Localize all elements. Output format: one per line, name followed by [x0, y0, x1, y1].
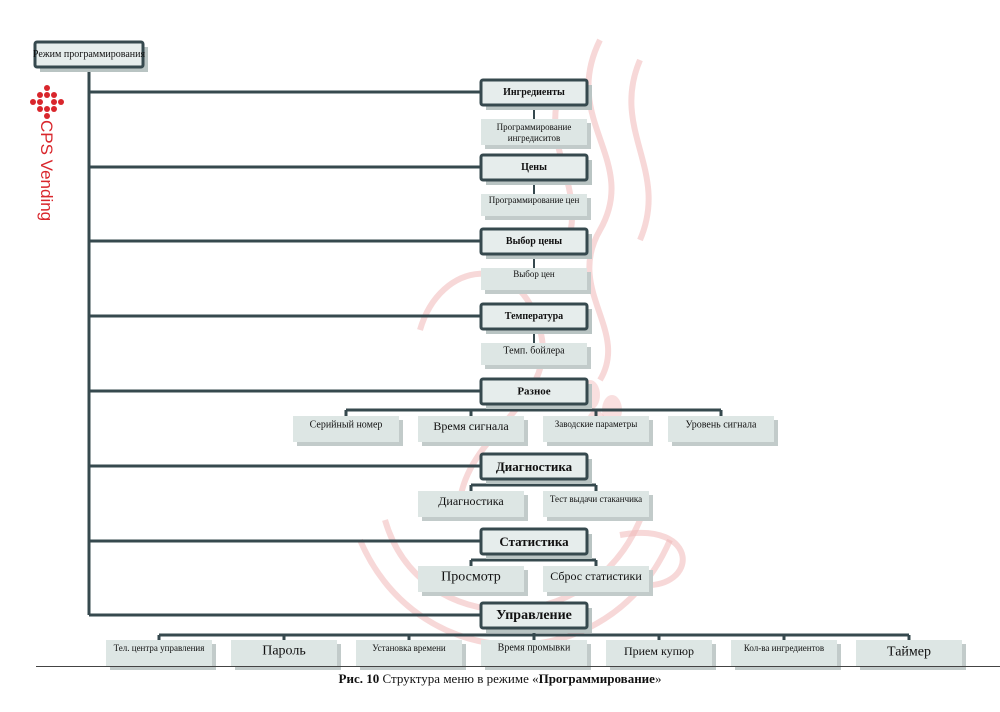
cps-vending-logo: CPS Vending	[30, 85, 64, 221]
section-label: Разное	[517, 386, 550, 398]
leaf-node: Кол-ва ингредиентов	[731, 640, 841, 670]
leaf-node: Тел. центра управления	[106, 640, 216, 670]
leaf-label: Тел. центра управления	[114, 643, 205, 653]
section-node-prices: Цены	[479, 153, 592, 185]
leaf-label: Программирование цен	[489, 195, 580, 205]
section-label: Выбор цены	[506, 236, 562, 247]
figure-caption: Рис. 10 Структура меню в режиме «Програм…	[0, 671, 1000, 687]
leaf-node: Диагностика	[418, 491, 528, 521]
leaf-label: Диагностика	[438, 494, 504, 508]
caption-text: Структура меню в режиме «	[379, 671, 539, 686]
logo-text: CPS Vending	[37, 120, 56, 221]
leaf-node: Таймер	[856, 640, 966, 670]
bottom-rule	[36, 666, 1000, 667]
leaf-label: Просмотр	[441, 570, 501, 585]
leaf-node: Прием купюр	[606, 640, 716, 670]
leaf-node: Уровень сигнала	[668, 416, 778, 446]
leaf-label: Сброс статистики	[550, 569, 642, 583]
leaf-node: Заводские параметры	[543, 416, 653, 446]
section-label: Управление	[496, 608, 572, 623]
caption-suffix: »	[654, 671, 662, 686]
root-label: Режим программирования	[33, 49, 146, 60]
section-node-control: Управление	[479, 601, 592, 633]
section-node-price-select: Выбор цены	[479, 227, 592, 259]
leaf-label: Уровень сигнала	[686, 420, 757, 431]
leaf-node: Сброс статистики	[543, 566, 653, 596]
leaf-node: Время промывки	[481, 640, 591, 670]
section-label: Температура	[505, 311, 563, 322]
leaf-label: Прием купюр	[624, 644, 694, 658]
leaf-node: Тест выдачи стаканчика	[543, 491, 653, 521]
caption-prefix: Рис. 10	[338, 671, 380, 686]
section-label: Ингредиенты	[503, 87, 565, 98]
leaf-node: Выбор цен	[481, 268, 591, 294]
section-label: Цены	[521, 162, 547, 173]
root-node: Режим программирования	[33, 40, 148, 72]
leaf-label: Серийный номер	[310, 420, 383, 431]
leaf-node: Просмотр	[418, 566, 528, 596]
leaf-node: Пароль	[231, 640, 341, 670]
logo-dots-icon	[30, 85, 64, 119]
leaf-label: Выбор цен	[513, 269, 555, 279]
section-node-misc: Разное	[479, 377, 592, 409]
section-node-diagnostics: Диагностика	[479, 452, 592, 484]
leaf-label: Установка времени	[372, 643, 446, 653]
section-label: Диагностика	[496, 459, 573, 474]
leaf-label: Тест выдачи стаканчика	[550, 494, 642, 504]
section-node-statistics: Статистика	[479, 527, 592, 559]
caption-emphasis: Программирование	[538, 671, 655, 686]
leaf-node: Время сигнала	[418, 416, 528, 446]
leaf-label-line1: Программирование	[497, 122, 572, 132]
leaf-label: Заводские параметры	[555, 419, 638, 429]
leaf-label: Время сигнала	[433, 419, 509, 433]
leaf-label-line2: ингредиситов	[508, 133, 560, 143]
section-node-ingredients: Ингредиенты	[479, 78, 592, 110]
section-node-temperature: Температура	[479, 302, 592, 334]
leaf-node: Установка времени	[356, 640, 466, 670]
leaf-label: Пароль	[262, 644, 306, 659]
leaf-node: Серийный номер	[293, 416, 403, 446]
leaf-label: Кол-ва ингредиентов	[744, 643, 824, 653]
leaf-label: Время промывки	[498, 643, 571, 654]
leaf-node: Программирование ингредиситов	[481, 119, 591, 149]
leaf-label: Таймер	[887, 645, 931, 660]
connector-lines	[87, 68, 911, 640]
leaf-node: Темп. бойлера	[481, 343, 591, 369]
leaf-node: Программирование цен	[481, 194, 591, 220]
section-label: Статистика	[499, 534, 569, 549]
leaf-label: Темп. бойлера	[503, 346, 565, 357]
